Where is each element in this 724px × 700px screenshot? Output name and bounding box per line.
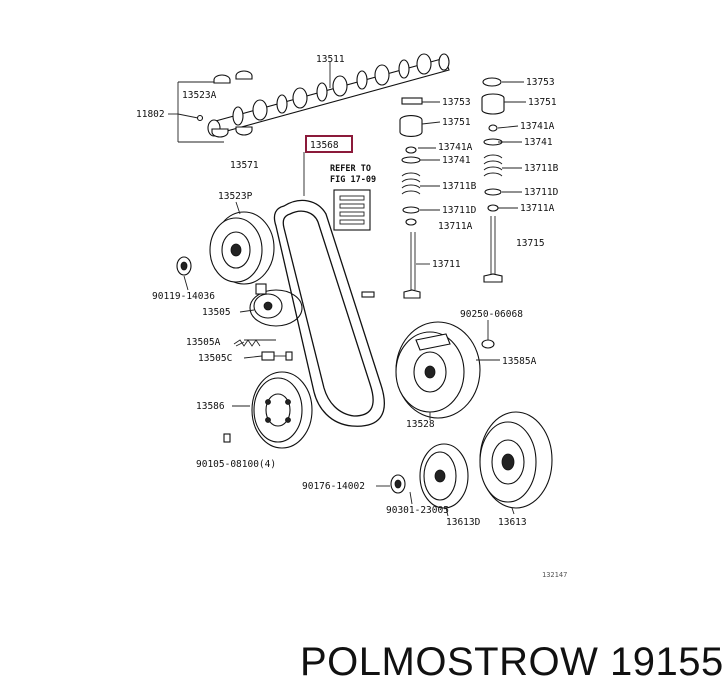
brand-footer: POLMOSTROW 19155 [300,640,724,684]
label-13711d-left: 13711D [442,205,477,216]
label-13505c: 13505C [198,353,232,364]
label-13753-right: 13753 [526,77,555,88]
label-90119: 90119-14036 [152,291,215,302]
label-13523p: 13523P [218,191,253,202]
oil-pump-drive-pulley [395,321,481,419]
label-13585a: 13585A [502,356,537,367]
label-90301: 90301-23005 [386,505,449,516]
pulley-washer [481,339,495,349]
label-13613d: 13613D [446,517,481,528]
crankshaft-pulley [251,371,313,449]
label-13741a-right: 13741A [520,121,555,132]
label-13505a: 13505A [186,337,221,348]
highlight-box-13568 [305,135,353,153]
valve-lifter [399,97,423,137]
refer-line-1: REFER TO [330,164,371,174]
crank-washer [390,474,406,494]
label-13511: 13511 [316,54,345,65]
crank-pulley-bolt [223,433,231,443]
label-13528: 13528 [406,419,435,430]
label-13711b-left: 13711B [442,181,477,192]
label-13711d-right: 13711D [524,187,559,198]
pulley-bolt [176,256,192,276]
camshaft-timing-pulley [209,211,275,285]
label-13523a: 13523A [182,90,217,101]
valve-lifter-2 [481,77,505,115]
label-11802: 11802 [136,109,165,120]
label-13751-right: 13751 [528,97,557,108]
timing-belt [273,199,385,427]
label-90105: 90105-08100(4) [196,459,276,470]
label-13753-left: 13753 [442,97,471,108]
timing-belt-parts-diagram: 13511 13523A 11802 13571 13568 13523P 90… [136,53,567,579]
figure-code: 132147 [542,571,567,579]
camshaft-bearings [196,70,253,138]
valve-spring-2 [483,124,503,212]
label-13715: 13715 [516,238,545,249]
tensioner-spring [233,339,276,347]
label-13751-left: 13751 [442,117,471,128]
refer-line-2: FIG 17-09 [330,175,376,185]
label-90250: 90250-06068 [460,309,523,320]
label-13568: 13568 [310,140,339,151]
label-13741-right: 13741 [524,137,553,148]
label-13711a-left: 13711A [438,221,473,232]
label-13711a-right: 13711A [520,203,555,214]
label-90176: 90176-14002 [302,481,365,492]
label-13711: 13711 [432,259,461,270]
refer-box [333,189,371,231]
valve-spring [401,146,421,226]
label-13711b-right: 13711B [524,163,559,174]
label-13505: 13505 [202,307,231,318]
crankshaft-timing-pulley [479,411,553,509]
label-13613: 13613 [498,517,527,528]
camshaft [207,53,450,137]
tensioner-bolt [261,351,293,361]
exhaust-valve [483,216,503,283]
label-13741a-left: 13741A [438,142,473,153]
label-13586: 13586 [196,401,225,412]
label-13571: 13571 [230,160,259,171]
dowel-pin [361,291,375,298]
crankshaft-gear [419,443,469,509]
intake-valve [403,232,421,299]
belt-tensioner [249,283,303,327]
label-13741-left: 13741 [442,155,471,166]
